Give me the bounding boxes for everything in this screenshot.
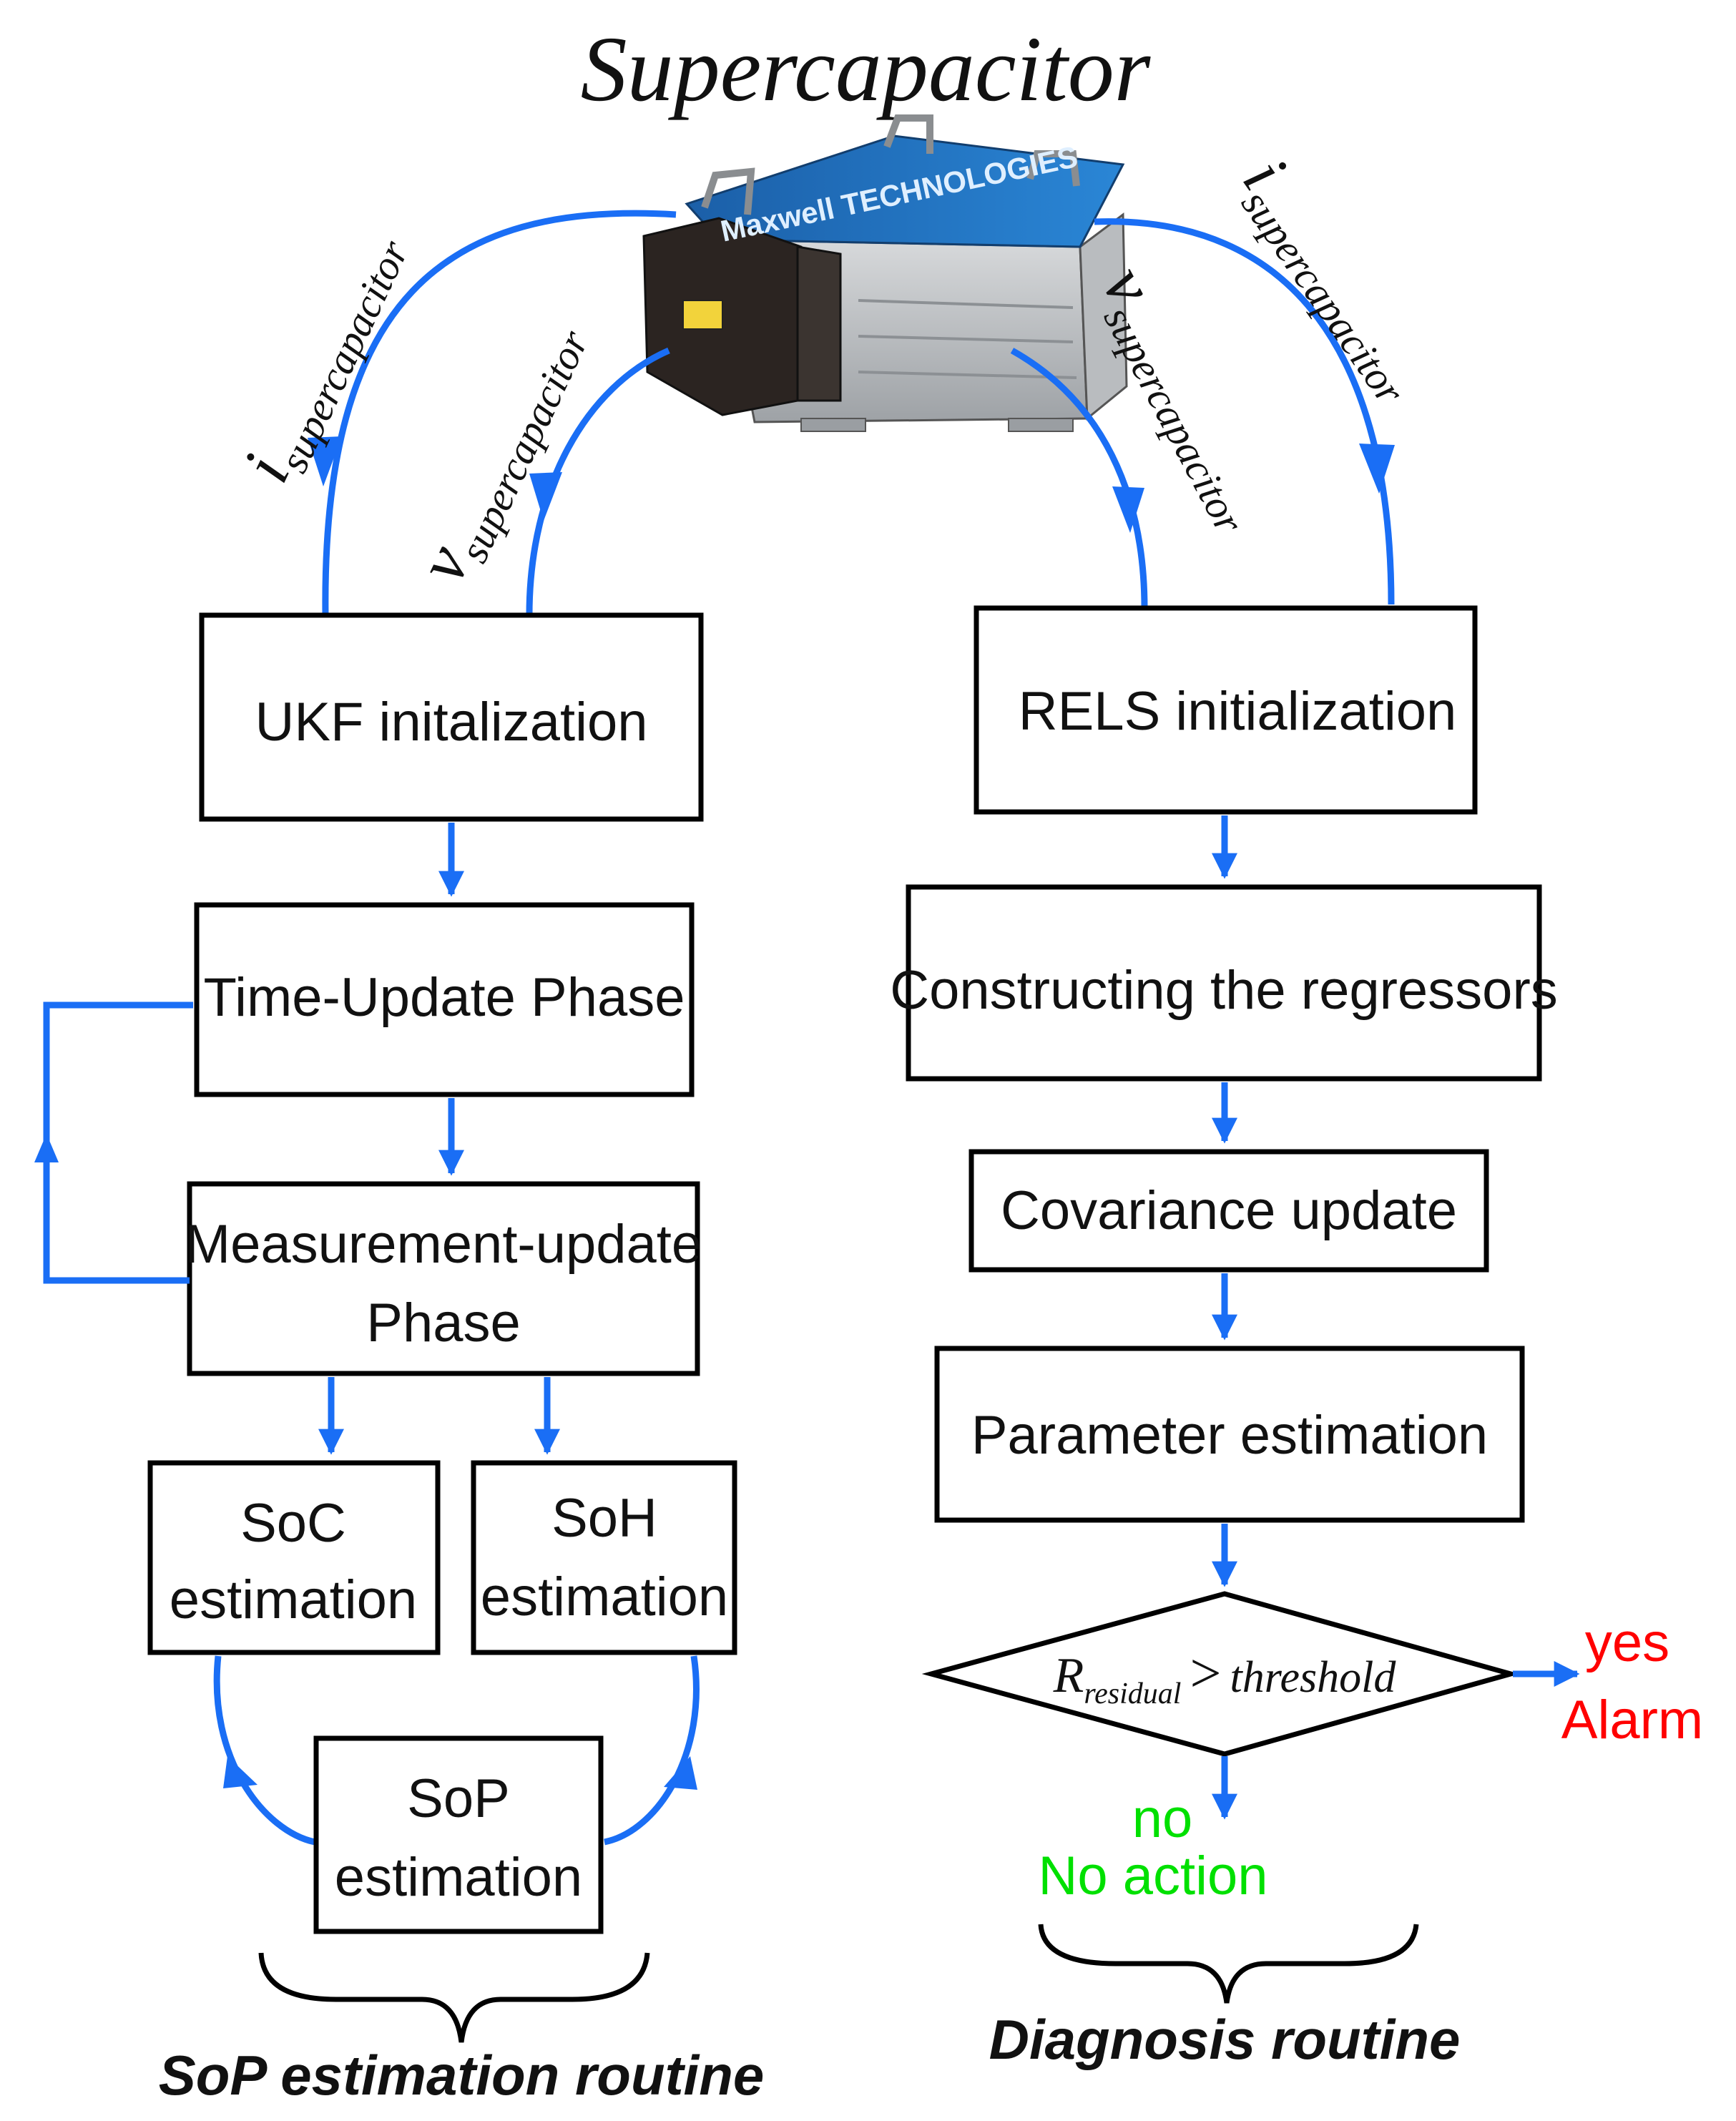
decision-condition: Rresidual >threshold (1053, 1642, 1397, 1710)
parameter-label: Parameter estimation (971, 1405, 1488, 1466)
time-update-box (194, 902, 695, 1097)
threshold-decision-diamond (921, 1591, 1520, 1757)
curve-soh-to-sop (604, 1655, 700, 1846)
feedback-loop-arrowhead (34, 1134, 59, 1162)
covariance-box (968, 1149, 1489, 1273)
soc-line1: SoC (240, 1493, 346, 1554)
condition-R: R (1053, 1648, 1084, 1703)
condition-threshold: threshold (1230, 1653, 1396, 1702)
supercapacitor-device-image: Maxwell TECHNOLOGIES (642, 114, 1128, 432)
soc-box (147, 1460, 441, 1655)
diagram-title: Supercapacitor (581, 18, 1151, 121)
covariance-label: Covariance update (1001, 1180, 1457, 1241)
curve-soc-to-sop (213, 1655, 315, 1846)
arc-v-to-ukf (526, 347, 670, 616)
svg-text:isupercapacitor: isupercapacitor (1222, 144, 1445, 413)
no-label: no (1132, 1788, 1193, 1849)
label-i-left: isupercapacitor (227, 217, 418, 496)
diagnosis-routine-label: Diagnosis routine (989, 2008, 1461, 2071)
yes-label: yes (1585, 1612, 1669, 1673)
measurement-update-line2: Phase (366, 1293, 521, 1353)
label-i-right: isupercapacitor (1222, 144, 1445, 413)
condition-subscript: residual (1084, 1677, 1181, 1710)
arrowhead-soc-sop (223, 1756, 258, 1788)
ukf-init-label: UKF initalization (255, 692, 647, 753)
regressors-box (906, 884, 1542, 1082)
rels-init-label: RELS initialization (1019, 681, 1457, 742)
sop-routine-label: SoP estimation routine (159, 2044, 765, 2107)
arrowhead-i-right (1359, 444, 1395, 494)
left-routine-brace (258, 1952, 650, 2043)
arc-i-to-rels (1094, 218, 1395, 605)
arrowhead-i-left (308, 436, 342, 486)
parameter-box (934, 1346, 1525, 1523)
left-signal-arcs (322, 210, 677, 616)
ukf-init-box (199, 612, 704, 822)
arrowhead-soh-sop (664, 1756, 697, 1790)
sop-line1: SoP (407, 1768, 510, 1829)
sop-line2: estimation (335, 1847, 582, 1908)
measurement-update-box (187, 1181, 700, 1376)
right-signal-arcs (1010, 218, 1395, 609)
sop-box (313, 1735, 604, 1934)
arrowhead-v-left (529, 472, 562, 521)
v-subscript-right: supercapacitor (1095, 298, 1253, 541)
arrowhead-v-right (1112, 486, 1144, 533)
arc-v-to-rels (1010, 348, 1148, 609)
soh-box (471, 1460, 737, 1655)
alarm-label: Alarm (1561, 1690, 1703, 1750)
soh-line2: estimation (481, 1567, 728, 1627)
measurement-update-line1: Measurement-update (185, 1214, 702, 1275)
no-action-label: No action (1038, 1846, 1267, 1906)
condition-operator: > (1190, 1642, 1221, 1704)
regressors-label: Constructing the regressors (890, 960, 1558, 1021)
right-routine-brace (1038, 1924, 1419, 2004)
i-subscript-right: supercapacitor (1232, 181, 1414, 413)
svg-text:isupercapacitor: isupercapacitor (227, 217, 418, 496)
time-update-label: Time-Update Phase (203, 967, 685, 1028)
v-subscript-left: supercapacitor (450, 323, 598, 569)
soc-line2: estimation (170, 1569, 417, 1630)
rels-init-box (974, 605, 1478, 815)
arc-i-to-ukf (322, 210, 677, 616)
i-subscript-left: supercapacitor (270, 233, 418, 479)
feedback-loop-line (43, 1001, 193, 1284)
soh-line1: SoH (551, 1488, 657, 1549)
